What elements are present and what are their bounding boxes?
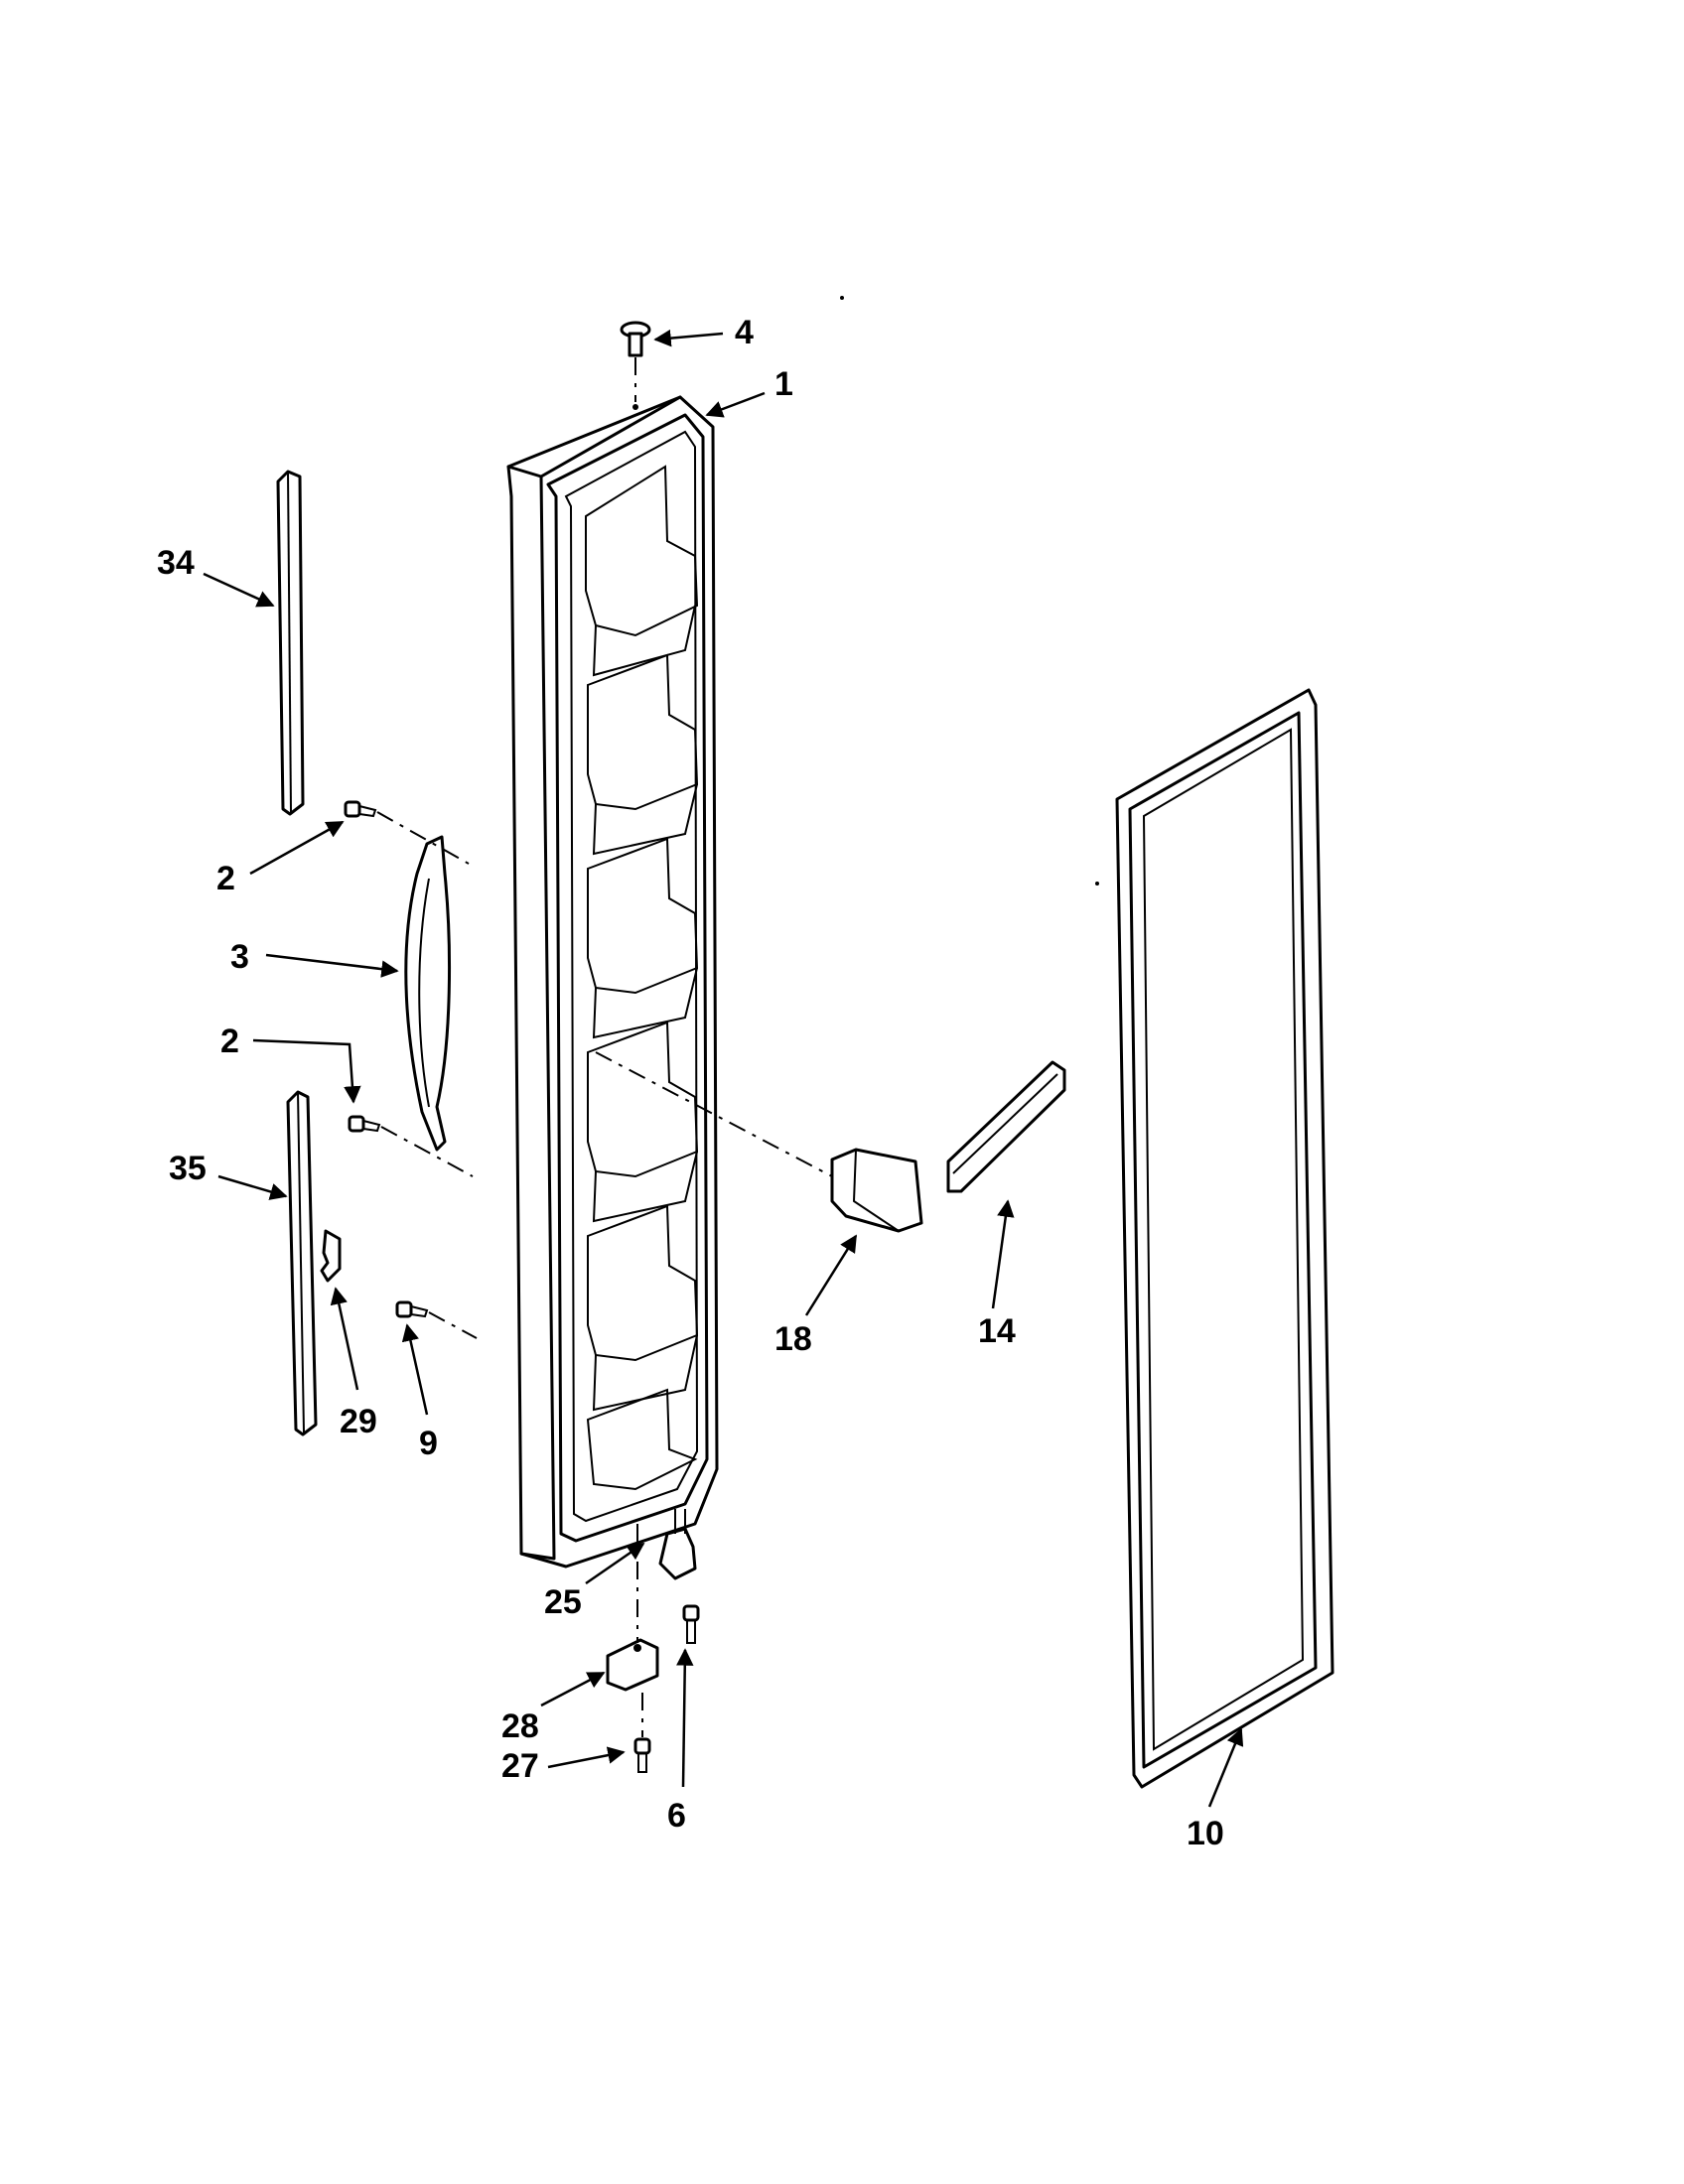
leader-14 [991, 1199, 1015, 1309]
leader-18 [804, 1234, 858, 1316]
callout-6: 6 [667, 1797, 686, 1835]
callout-9: 9 [419, 1425, 438, 1462]
callout-leaders [203, 329, 1244, 1808]
leader-27 [547, 1746, 626, 1769]
screw-part-27 [633, 1693, 651, 1773]
callout-18: 18 [774, 1320, 812, 1358]
hinge-pin-part-4 [620, 321, 651, 402]
leader-9 [401, 1323, 429, 1416]
trim-strip-part-35 [286, 1090, 318, 1436]
callout-10: 10 [1187, 1815, 1224, 1852]
callout-35: 35 [169, 1150, 207, 1187]
leader-2b [252, 1038, 361, 1104]
callout-28: 28 [501, 1707, 539, 1745]
bracket-part-18 [595, 1051, 923, 1233]
screw-part-2-lower [348, 1115, 474, 1177]
leader-1 [705, 391, 766, 418]
leader-10 [1207, 1727, 1244, 1808]
leader-29 [330, 1287, 359, 1391]
door-bin-ribs [585, 465, 699, 1491]
callout-27: 27 [501, 1747, 539, 1785]
door-panel-part-1 [506, 395, 719, 1569]
callout-25: 25 [544, 1583, 582, 1621]
bottom-hinge-part-25 [658, 1509, 697, 1580]
leader-35 [217, 1174, 288, 1200]
callout-2-lower: 2 [220, 1023, 239, 1060]
leader-25 [585, 1542, 645, 1585]
callout-2-upper: 2 [216, 860, 235, 897]
callout-29: 29 [340, 1403, 377, 1440]
trim-strip-part-34 [276, 470, 305, 816]
clip-part-29 [320, 1229, 342, 1283]
callout-34: 34 [157, 544, 195, 582]
leader-6 [676, 1648, 694, 1788]
leader-3 [265, 953, 399, 978]
rail-part-14 [946, 1060, 1066, 1193]
screw-part-2-upper [344, 800, 470, 865]
callout-1: 1 [774, 365, 793, 403]
screw-part-9 [395, 1300, 478, 1339]
leader-2a [249, 820, 345, 876]
leader-28 [540, 1671, 606, 1707]
leader-34 [203, 572, 275, 608]
callout-labels: 4 1 34 2 3 2 35 29 9 18 14 25 28 27 6 10 [157, 314, 1224, 1852]
door-handle-part-3 [404, 835, 451, 1152]
leader-4 [653, 329, 724, 347]
callout-14: 14 [978, 1312, 1016, 1350]
callout-3: 3 [230, 938, 249, 976]
hinge-block-part-28 [606, 1524, 659, 1692]
screw-part-6 [682, 1604, 700, 1644]
callout-4: 4 [735, 314, 754, 351]
door-gasket-part-10 [1115, 688, 1334, 1789]
